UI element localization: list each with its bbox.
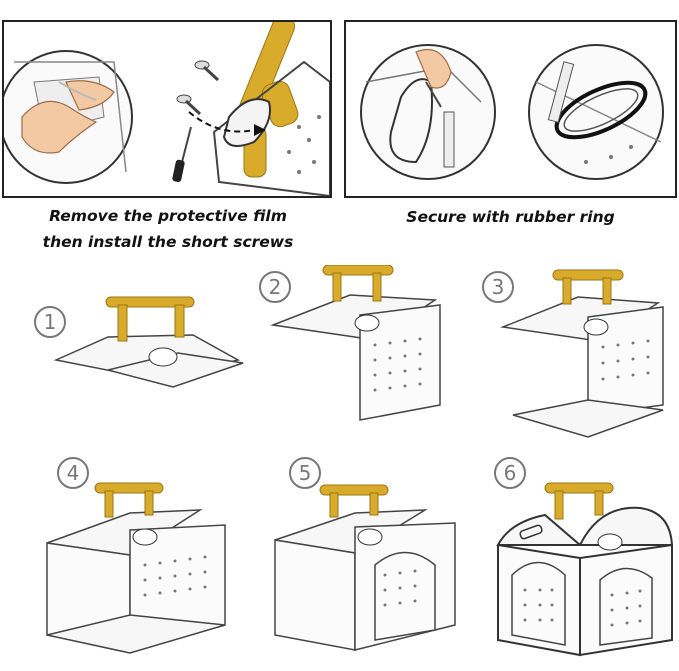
magnified-ring-secured bbox=[528, 44, 664, 180]
vent-holes bbox=[373, 337, 422, 392]
step-6: 6 bbox=[490, 450, 678, 665]
step-number-badge: 2 bbox=[259, 271, 291, 303]
screw-icon bbox=[176, 94, 202, 116]
buckle-icon bbox=[354, 314, 380, 332]
step-number-badge: 5 bbox=[289, 457, 321, 489]
side-wall-panel bbox=[359, 304, 441, 421]
floor-panel bbox=[512, 399, 664, 438]
handle-icon bbox=[322, 265, 394, 302]
rubber-ring-illustration bbox=[360, 44, 664, 180]
hand-icon bbox=[65, 80, 115, 111]
step-4: 4 bbox=[35, 455, 240, 665]
step-5: 5 bbox=[265, 455, 470, 665]
step-number: 6 bbox=[504, 461, 517, 485]
step-number: 5 bbox=[299, 461, 312, 485]
step-number: 2 bbox=[269, 275, 282, 299]
handle-icon bbox=[319, 484, 389, 518]
screw-icon bbox=[194, 60, 220, 82]
step-number: 1 bbox=[44, 310, 57, 334]
step-number: 3 bbox=[492, 275, 505, 299]
panel-rubber-ring bbox=[344, 20, 677, 198]
step-number-badge: 6 bbox=[494, 457, 526, 489]
roof-panels bbox=[53, 334, 244, 388]
handle-icon bbox=[105, 296, 195, 342]
step-number-badge: 4 bbox=[57, 457, 89, 489]
rubber-ring-icon bbox=[554, 80, 648, 140]
hand-icon bbox=[21, 100, 98, 154]
screwdriver-icon bbox=[172, 126, 192, 183]
magnified-ring-pull bbox=[360, 44, 496, 180]
step-2: 2 bbox=[255, 265, 455, 425]
handle-icon bbox=[94, 482, 164, 518]
step-number: 4 bbox=[67, 461, 80, 485]
step-3: 3 bbox=[478, 265, 678, 445]
step-number-badge: 1 bbox=[34, 306, 66, 338]
caption-right: Secure with rubber ring bbox=[406, 208, 615, 226]
film-and-screws-illustration bbox=[4, 22, 330, 196]
caption-left-line2: then install the short screws bbox=[42, 233, 294, 251]
finger-icon bbox=[415, 48, 452, 89]
handle-icon bbox=[544, 482, 614, 520]
magnified-film-peel bbox=[4, 50, 133, 184]
buckle-icon bbox=[148, 347, 178, 367]
panel-remove-film bbox=[2, 20, 332, 198]
handle-icon bbox=[552, 269, 624, 305]
side-wall bbox=[579, 543, 673, 657]
caption-left-line1: Remove the protective film bbox=[49, 207, 287, 225]
front-wall bbox=[497, 543, 581, 657]
step-number-badge: 3 bbox=[482, 271, 514, 303]
step-1: 1 bbox=[28, 285, 258, 395]
door-panel bbox=[374, 551, 436, 641]
